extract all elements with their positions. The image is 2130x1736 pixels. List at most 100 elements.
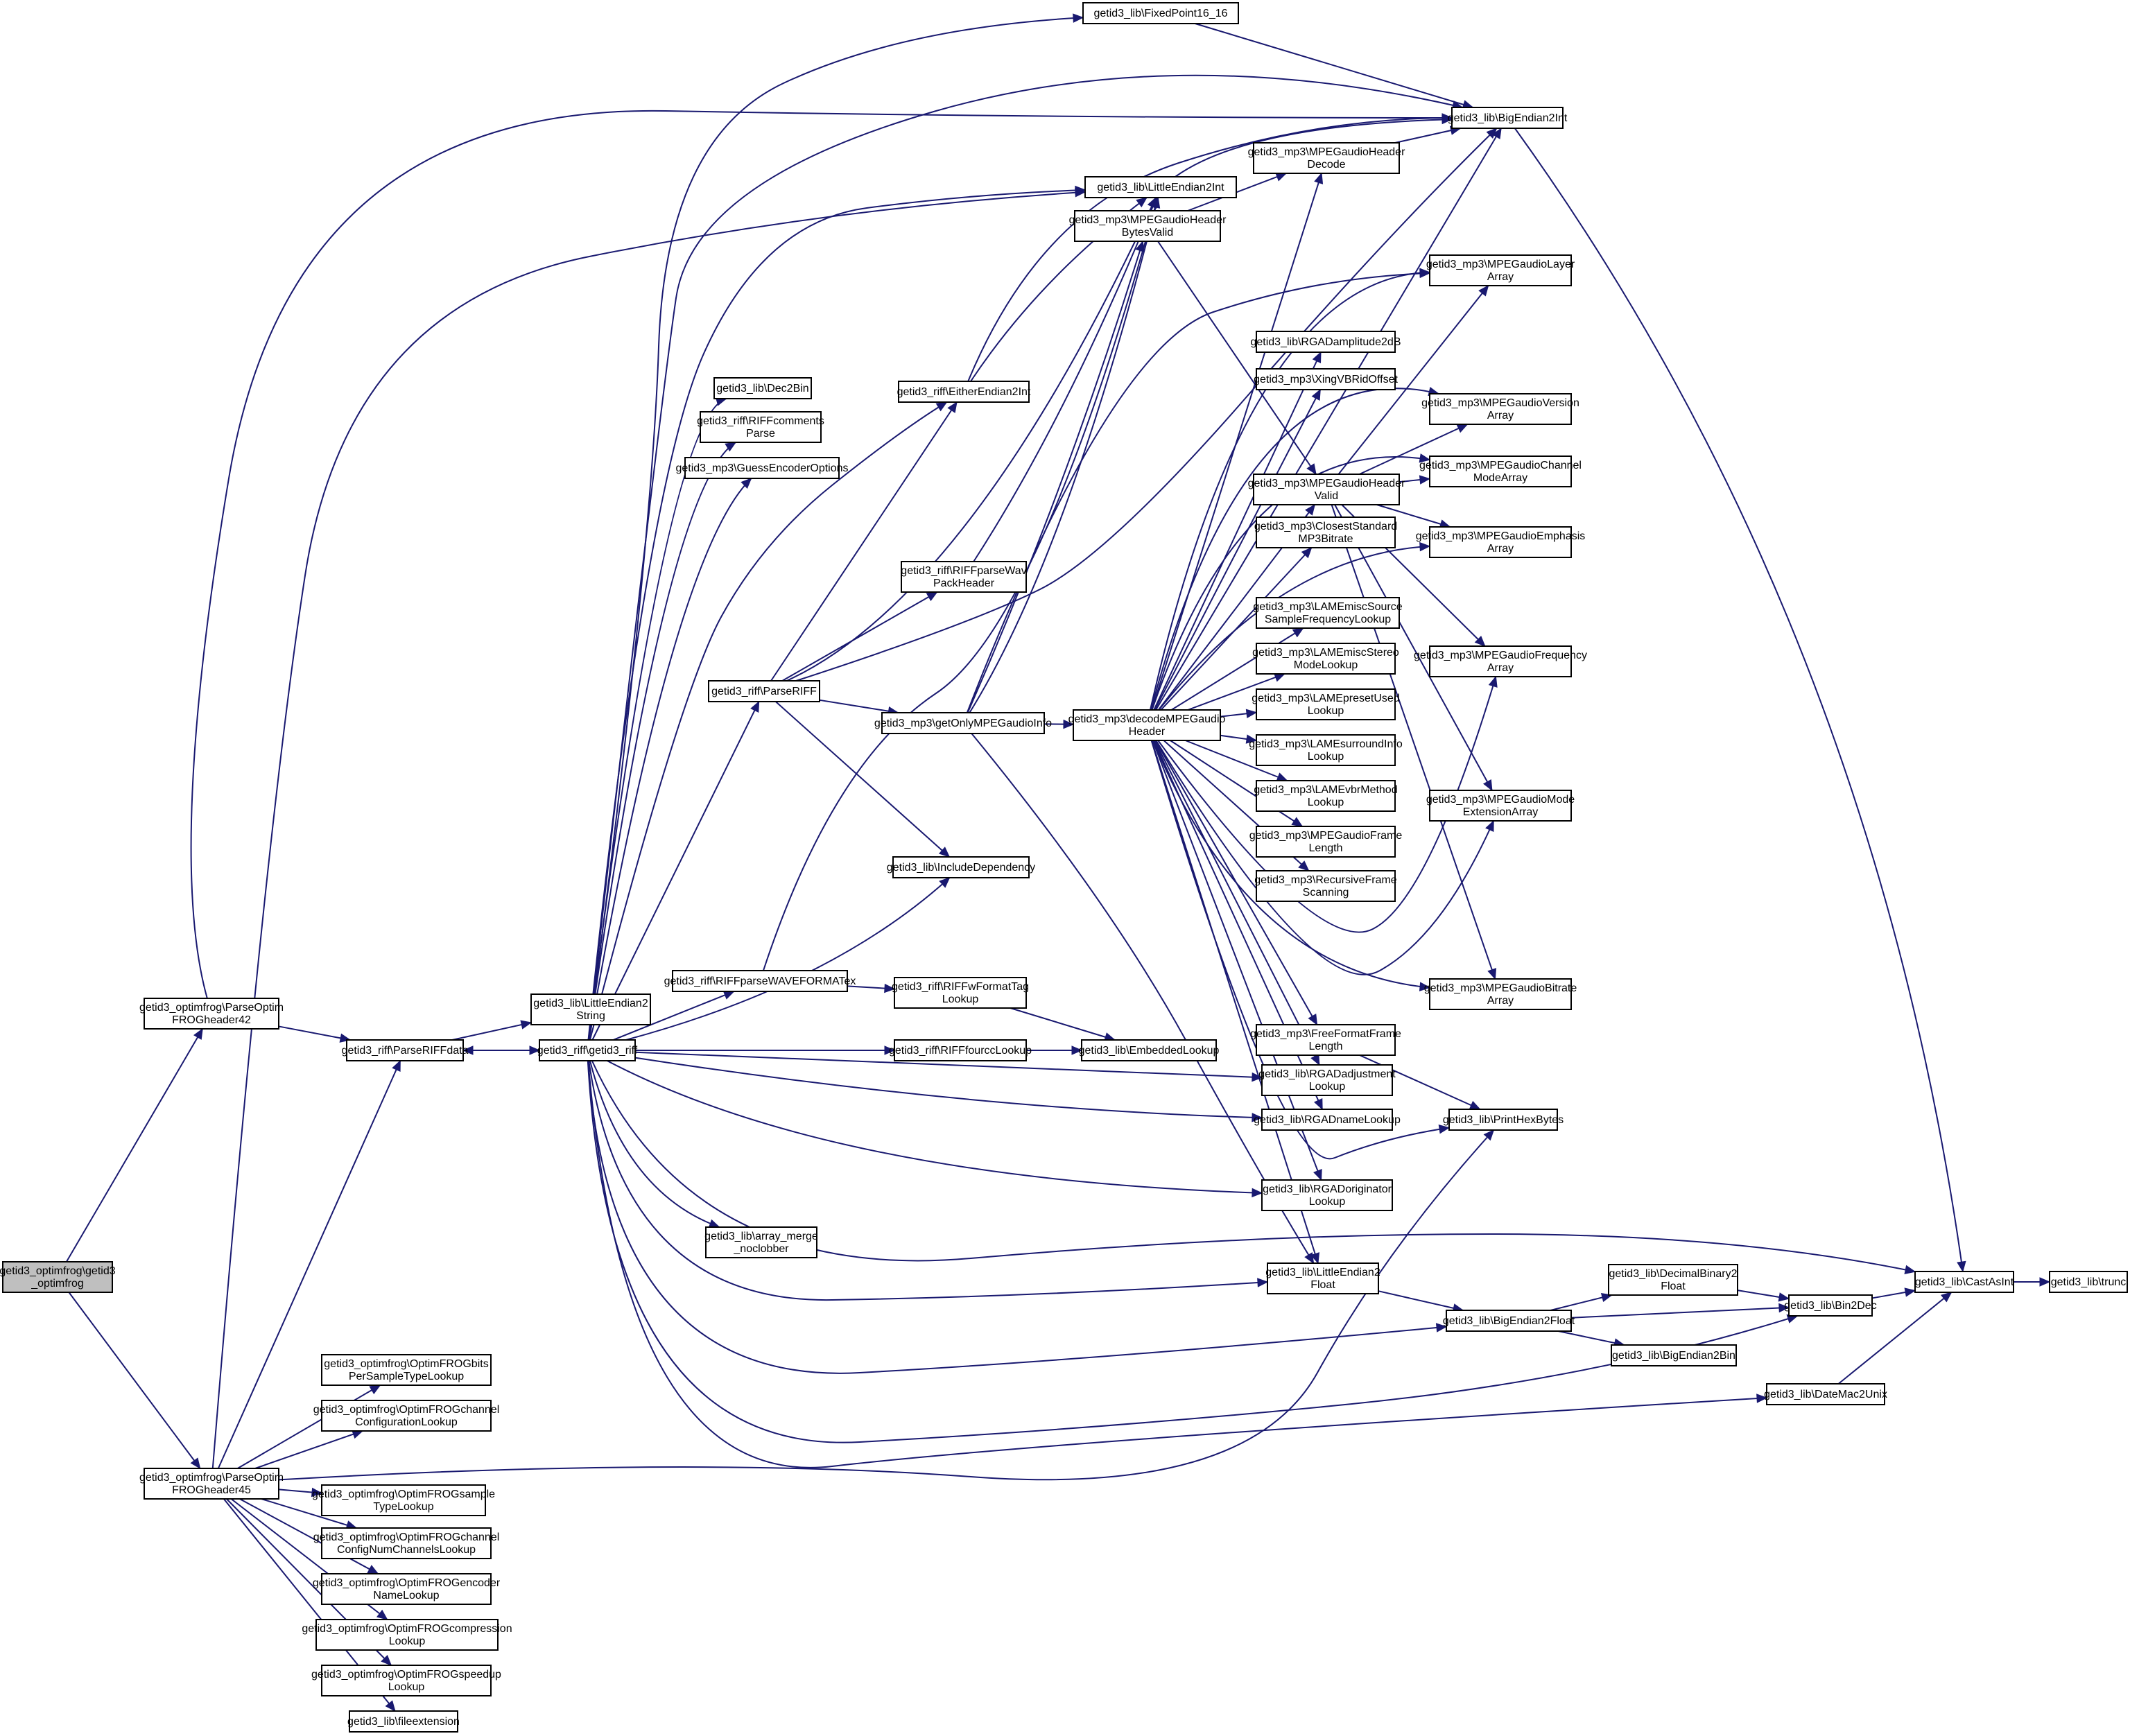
node-be2f[interactable]: getid3_lib\BigEndian2Float: [1443, 1310, 1575, 1332]
node-pRIFF[interactable]: getid3_riff\ParseRIFF: [708, 680, 820, 702]
node-dec2bin[interactable]: getid3_lib\Dec2Bin: [713, 377, 812, 399]
node-ofcnc[interactable]: getid3_optimfrog\OptimFROGchannelConfigN…: [313, 1527, 500, 1559]
edge-arrowhead: [1957, 1260, 1966, 1273]
node-label: Header: [1129, 726, 1166, 738]
edge-line: [589, 1060, 720, 1228]
node-root[interactable]: getid3_optimfrog\getid3_optimfrog: [0, 1261, 116, 1293]
edge-riff-to-fp16: [587, 13, 1084, 1041]
node-box: [321, 1354, 492, 1386]
node-box: [1256, 1024, 1396, 1056]
node-box: [1074, 210, 1221, 242]
edge-line: [588, 442, 736, 1041]
node-box: [321, 1400, 492, 1432]
node-embl[interactable]: getid3_lib\EmbeddedLookup: [1079, 1039, 1220, 1061]
node-rgnl[interactable]: getid3_lib\RGADnameLookup: [1254, 1109, 1401, 1131]
node-ofbps[interactable]: getid3_optimfrog\OptimFROGbitsPerSampleT…: [321, 1354, 492, 1386]
node-be2b[interactable]: getid3_lib\BigEndian2Bin: [1611, 1344, 1737, 1366]
node-gomp[interactable]: getid3_mp3\getOnlyMPEGaudioInfo: [874, 712, 1052, 734]
node-phb[interactable]: getid3_lib\PrintHexBytes: [1443, 1109, 1564, 1131]
edge-dmh-to-phb: [1150, 740, 1451, 1160]
node-rpwfe[interactable]: getid3_riff\RIFFparseWAVEFORMATex: [664, 970, 856, 992]
node-be2i[interactable]: getid3_lib\BigEndian2Int: [1448, 107, 1568, 129]
node-fp16[interactable]: getid3_lib\FixedPoint16_16: [1082, 2, 1239, 24]
edge-arrowhead: [935, 401, 948, 412]
edge-pRIFF-to-le2i: [786, 196, 1157, 682]
edge-arrowhead: [1469, 1100, 1481, 1110]
node-label: Lookup: [1309, 1081, 1346, 1093]
edge-line: [587, 189, 1086, 1041]
node-fext[interactable]: getid3_lib\fileextension: [347, 1710, 460, 1733]
node-ofcc[interactable]: getid3_optimfrog\OptimFROGchannelConfigu…: [313, 1400, 500, 1432]
node-b2d[interactable]: getid3_lib\Bin2Dec: [1784, 1294, 1877, 1317]
node-xvbr[interactable]: getid3_mp3\XingVBRidOffset: [1254, 368, 1398, 390]
node-incdep[interactable]: getid3_lib\IncludeDependency: [887, 856, 1035, 878]
node-label: getid3_lib\RGADoriginator: [1263, 1183, 1392, 1195]
node-label: Array: [1487, 410, 1514, 422]
node-box: [1256, 688, 1396, 720]
node-label: getid3_optimfrog\getid3: [0, 1265, 116, 1277]
node-ofst[interactable]: getid3_optimfrog\OptimFROGsampleTypeLook…: [312, 1484, 495, 1516]
node-ofen[interactable]: getid3_optimfrog\OptimFROGencoderNameLoo…: [313, 1573, 501, 1605]
node-trunc[interactable]: getid3_lib\trunc: [2049, 1271, 2128, 1293]
node-box: [892, 856, 1030, 878]
edge-gomp-to-dmh: [1044, 719, 1075, 729]
edge-arrowhead: [1419, 268, 1431, 277]
node-geo[interactable]: getid3_mp3\GuessEncoderOptions: [675, 457, 849, 479]
node-le2i[interactable]: getid3_lib\LittleEndian2Int: [1084, 176, 1237, 198]
node-label: getid3_mp3\MPEGaudioChannel: [1419, 460, 1582, 471]
edge-arrowhead: [2039, 1277, 2051, 1287]
edge-riff-to-rcp: [588, 442, 737, 1041]
edge-arrowhead: [1257, 1278, 1269, 1287]
edge-arrowhead: [1311, 388, 1321, 401]
node-rgaa[interactable]: getid3_lib\RGADamplitude2dB: [1250, 331, 1401, 353]
edge-riff-to-pRIFF: [591, 700, 760, 1041]
node-lsfl[interactable]: getid3_mp3\LAMEmiscSourceSampleFrequency…: [1253, 597, 1403, 629]
node-label: getid3_mp3\MPEGaudioHeader: [1069, 214, 1227, 226]
node-pRdata[interactable]: getid3_riff\ParseRIFFdata: [342, 1039, 469, 1061]
node-cai[interactable]: getid3_lib\CastAsInt: [1914, 1271, 2014, 1293]
edge-line: [587, 1060, 1447, 1374]
node-box: [672, 970, 848, 992]
edge-line: [588, 1060, 1268, 1301]
edge-arrowhead: [1904, 1265, 1916, 1274]
node-rfcc[interactable]: getid3_riff\RIFFfourccLookup: [889, 1039, 1032, 1061]
node-label: Length: [1309, 842, 1343, 854]
node-riff[interactable]: getid3_riff\getid3_riff: [537, 1039, 638, 1061]
node-box: [1256, 870, 1396, 902]
node-amnc[interactable]: getid3_lib\array_merge_noclobber: [704, 1226, 818, 1258]
edge-cai-to-trunc: [2014, 1277, 2051, 1287]
node-dm2u[interactable]: getid3_lib\DateMac2Unix: [1764, 1383, 1887, 1405]
node-ofcl[interactable]: getid3_optimfrog\OptimFROGcompressionLoo…: [302, 1619, 512, 1651]
node-ee2i[interactable]: getid3_riff\EitherEndian2Int: [897, 381, 1031, 403]
